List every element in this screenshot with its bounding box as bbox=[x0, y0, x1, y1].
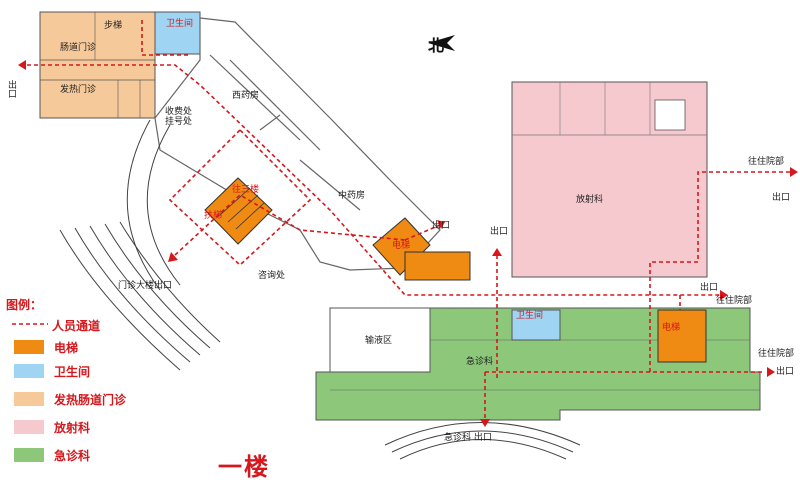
legend-label-fever: 发热肠道门诊 bbox=[54, 392, 127, 407]
to-inpatient-2: 往住院部 bbox=[716, 296, 753, 306]
legend-label-emergency: 急诊科 bbox=[54, 448, 91, 463]
room-infusion: 输液区 bbox=[365, 336, 393, 346]
main-entrance-exit: 门诊大楼出口 bbox=[118, 281, 173, 291]
exit-right-2: 出口 bbox=[700, 283, 719, 293]
legend-item-toilet: 卫生间 bbox=[14, 362, 90, 380]
exit-right-1: 出口 bbox=[772, 193, 791, 203]
er-entrance-steps bbox=[384, 422, 581, 460]
personnel-routes bbox=[20, 20, 790, 420]
center-escalator bbox=[204, 177, 273, 245]
mid-elevator-area bbox=[372, 217, 471, 281]
exit-mid-2: 出口 bbox=[490, 227, 509, 237]
to-inpatient-3: 往住院部 bbox=[758, 349, 795, 359]
north-label: 北 bbox=[428, 36, 445, 55]
legend-item-radiology: 放射科 bbox=[14, 418, 90, 436]
room-stairs-to-3: 往三楼 bbox=[232, 185, 260, 195]
floor-title: 一楼 bbox=[218, 453, 270, 481]
legend-item-fever: 发热肠道门诊 bbox=[14, 390, 126, 408]
route-arrowheads bbox=[18, 60, 798, 427]
legend-title: 图例： bbox=[6, 298, 43, 312]
exit-mid: 出口 bbox=[432, 221, 451, 231]
room-emergency: 急诊科 bbox=[466, 357, 494, 367]
legend-swatch-emergency bbox=[14, 448, 44, 462]
room-escalator-center: 扶梯 bbox=[204, 211, 223, 221]
legend-swatch-fever bbox=[14, 392, 44, 406]
emergency-area bbox=[315, 307, 761, 421]
room-elevator-er: 电梯 bbox=[662, 323, 681, 333]
room-toilet-er: 卫生间 bbox=[516, 311, 544, 321]
room-elevator-mid: 电梯 bbox=[392, 241, 411, 251]
legend-label-elevator: 电梯 bbox=[54, 340, 79, 355]
central-building-outline bbox=[154, 17, 441, 271]
legend-label-toilet: 卫生间 bbox=[54, 364, 91, 379]
legend-item-route: 人员通道 bbox=[52, 316, 100, 334]
room-payment: 收费处 挂号处 bbox=[165, 107, 193, 127]
room-chinese-pharmacy: 中药房 bbox=[338, 191, 366, 201]
toilet-top-area bbox=[154, 11, 201, 55]
er-exit: 急诊科 出口 bbox=[444, 433, 492, 443]
legend-item-elevator: 电梯 bbox=[14, 338, 78, 356]
exit-right-3: 出口 bbox=[776, 367, 795, 377]
legend-swatch-radiology bbox=[14, 420, 44, 434]
room-stairs: 步梯 bbox=[104, 21, 123, 31]
exit-left: 出口 bbox=[6, 80, 16, 98]
legend-item-emergency: 急诊科 bbox=[14, 446, 90, 464]
room-consult: 咨询处 bbox=[258, 271, 286, 281]
legend-swatch-toilet bbox=[14, 364, 44, 378]
room-fever-clinic-2: 发热门诊 bbox=[60, 85, 97, 95]
main-entrance-steps bbox=[59, 119, 221, 371]
legend-label-route: 人员通道 bbox=[52, 318, 101, 333]
room-fever-clinic-1: 肠道门诊 bbox=[60, 43, 97, 53]
room-west-pharmacy: 西药房 bbox=[232, 91, 260, 101]
room-radiology: 放射科 bbox=[576, 195, 604, 205]
to-inpatient-1: 往住院部 bbox=[748, 157, 785, 167]
radiology-area bbox=[511, 81, 708, 278]
legend-label-radiology: 放射科 bbox=[54, 420, 91, 435]
room-toilet-top: 卫生间 bbox=[166, 19, 194, 29]
north-arrow-icon bbox=[428, 35, 455, 51]
legend-swatch-elevator bbox=[14, 340, 44, 354]
